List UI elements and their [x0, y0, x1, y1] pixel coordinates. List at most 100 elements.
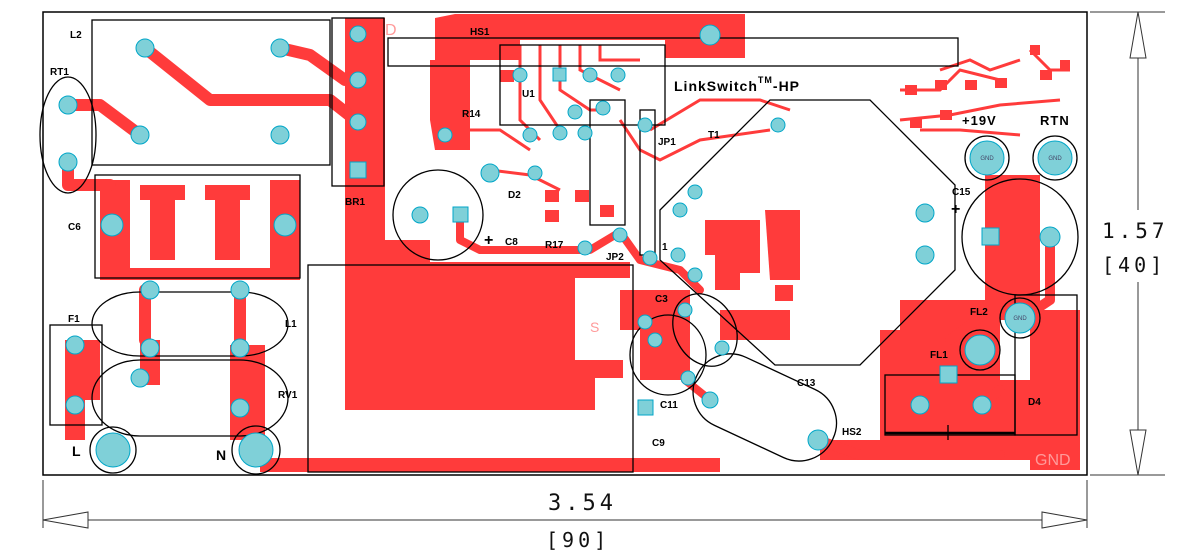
c13-outline	[692, 353, 838, 462]
product-name-main: LinkSwitch	[674, 78, 758, 94]
pad	[65, 335, 85, 355]
pad	[595, 100, 611, 116]
pad	[567, 104, 583, 120]
terminal-l-pad	[95, 432, 131, 468]
pad	[135, 38, 155, 58]
c6-pad-block-1	[140, 185, 185, 260]
pad	[1039, 226, 1061, 248]
vout-pad	[969, 140, 1005, 176]
rv1-outline	[91, 359, 289, 437]
pad	[273, 213, 297, 237]
sig-14	[939, 58, 1021, 72]
terminal-n-outline	[231, 425, 281, 475]
pad	[230, 338, 250, 358]
label-l1: L1	[285, 319, 297, 330]
pad-label-gnd: GND	[1048, 156, 1062, 162]
copper-text-s: S	[590, 319, 599, 335]
rtn-pad	[1037, 140, 1073, 176]
label-c3: C3	[655, 294, 668, 305]
pad	[480, 163, 500, 183]
pad-labels: GND GND GND	[980, 156, 1062, 322]
c6-rail	[100, 268, 300, 280]
polarity-marks: + +	[484, 201, 960, 249]
smd-pads	[500, 45, 1070, 222]
pad	[230, 280, 250, 300]
label-fl1: FL1	[930, 350, 948, 361]
hs2-trace	[813, 435, 1005, 460]
pad	[58, 95, 78, 115]
pad	[270, 125, 290, 145]
pad	[527, 165, 543, 181]
c8-outline	[392, 169, 484, 261]
sig-4	[578, 45, 621, 92]
smd-pad	[500, 70, 514, 82]
sig-6	[450, 128, 531, 152]
label-r17: R17	[545, 240, 564, 251]
pad	[140, 280, 160, 300]
gnd-copper-strip	[1030, 310, 1080, 470]
mid-copper-pour-2	[765, 210, 800, 280]
fl2-outline	[999, 297, 1041, 339]
label-c8: C8	[505, 237, 518, 248]
through-hole-pads	[58, 24, 1073, 468]
c6-outline	[94, 174, 301, 279]
pad	[670, 247, 686, 263]
vout-terminal-outline	[964, 135, 1010, 181]
pad-square	[637, 399, 654, 416]
product-name: LinkSwitchTM-HP	[674, 75, 800, 94]
c11-outline	[629, 314, 707, 396]
label-jp1: JP1	[658, 137, 676, 148]
pad	[687, 267, 703, 283]
pad	[349, 71, 367, 89]
mid-copper-pour-1	[705, 220, 760, 290]
label-d2: D2	[508, 190, 521, 201]
pad	[647, 332, 663, 348]
copper-block-s2	[740, 255, 760, 273]
pad	[807, 429, 829, 451]
smd-pad	[575, 190, 589, 202]
pad	[65, 395, 85, 415]
pad-square	[939, 365, 958, 384]
terminal-n-pad	[238, 432, 274, 468]
fl2-pad	[1004, 302, 1036, 334]
pad-square	[981, 227, 1000, 246]
label-fl2: FL2	[970, 307, 988, 318]
pad	[140, 338, 160, 358]
pad	[100, 213, 124, 237]
bottom-trace-strip	[260, 458, 720, 472]
pad	[701, 391, 719, 409]
copper-traces	[62, 29, 1055, 460]
label-r14: R14	[462, 109, 481, 120]
pad	[58, 152, 78, 172]
dim-arrow-left	[42, 511, 89, 529]
label-br1: BR1	[345, 197, 365, 208]
fl1-pad	[964, 334, 996, 366]
pad	[577, 125, 593, 141]
c8-trace	[456, 211, 624, 254]
u1-outline	[499, 44, 666, 126]
smd-pad	[1060, 60, 1070, 70]
label-c9: C9	[652, 438, 665, 449]
label-hs1: HS1	[470, 27, 490, 38]
sig-12	[920, 128, 1021, 137]
product-tm: TM	[758, 75, 773, 85]
label-rv1: RV1	[278, 390, 298, 401]
right-main-trace-1	[945, 233, 995, 345]
c6-pad-block-2	[205, 185, 250, 260]
smd-pad	[995, 78, 1007, 88]
rt1-outline	[39, 76, 97, 194]
pad	[637, 117, 653, 133]
pad-square	[552, 67, 567, 82]
dim-height-label-bg	[1095, 210, 1181, 282]
smd-pad	[1030, 45, 1040, 55]
jp1-outline	[589, 99, 626, 226]
sig-2	[538, 45, 562, 131]
label-c13: C13	[797, 378, 816, 389]
component-labels: L2 RT1 C6 F1 L1 RV1 BR1 HS1 R14 U1 D2 C8…	[50, 27, 1041, 449]
br1-outline	[331, 17, 385, 187]
label-jp2: JP2	[606, 252, 624, 263]
terminal-label-rtn: RTN	[1040, 113, 1070, 128]
c15-outline	[961, 178, 1079, 296]
c15-plus-mark: +	[951, 201, 960, 218]
